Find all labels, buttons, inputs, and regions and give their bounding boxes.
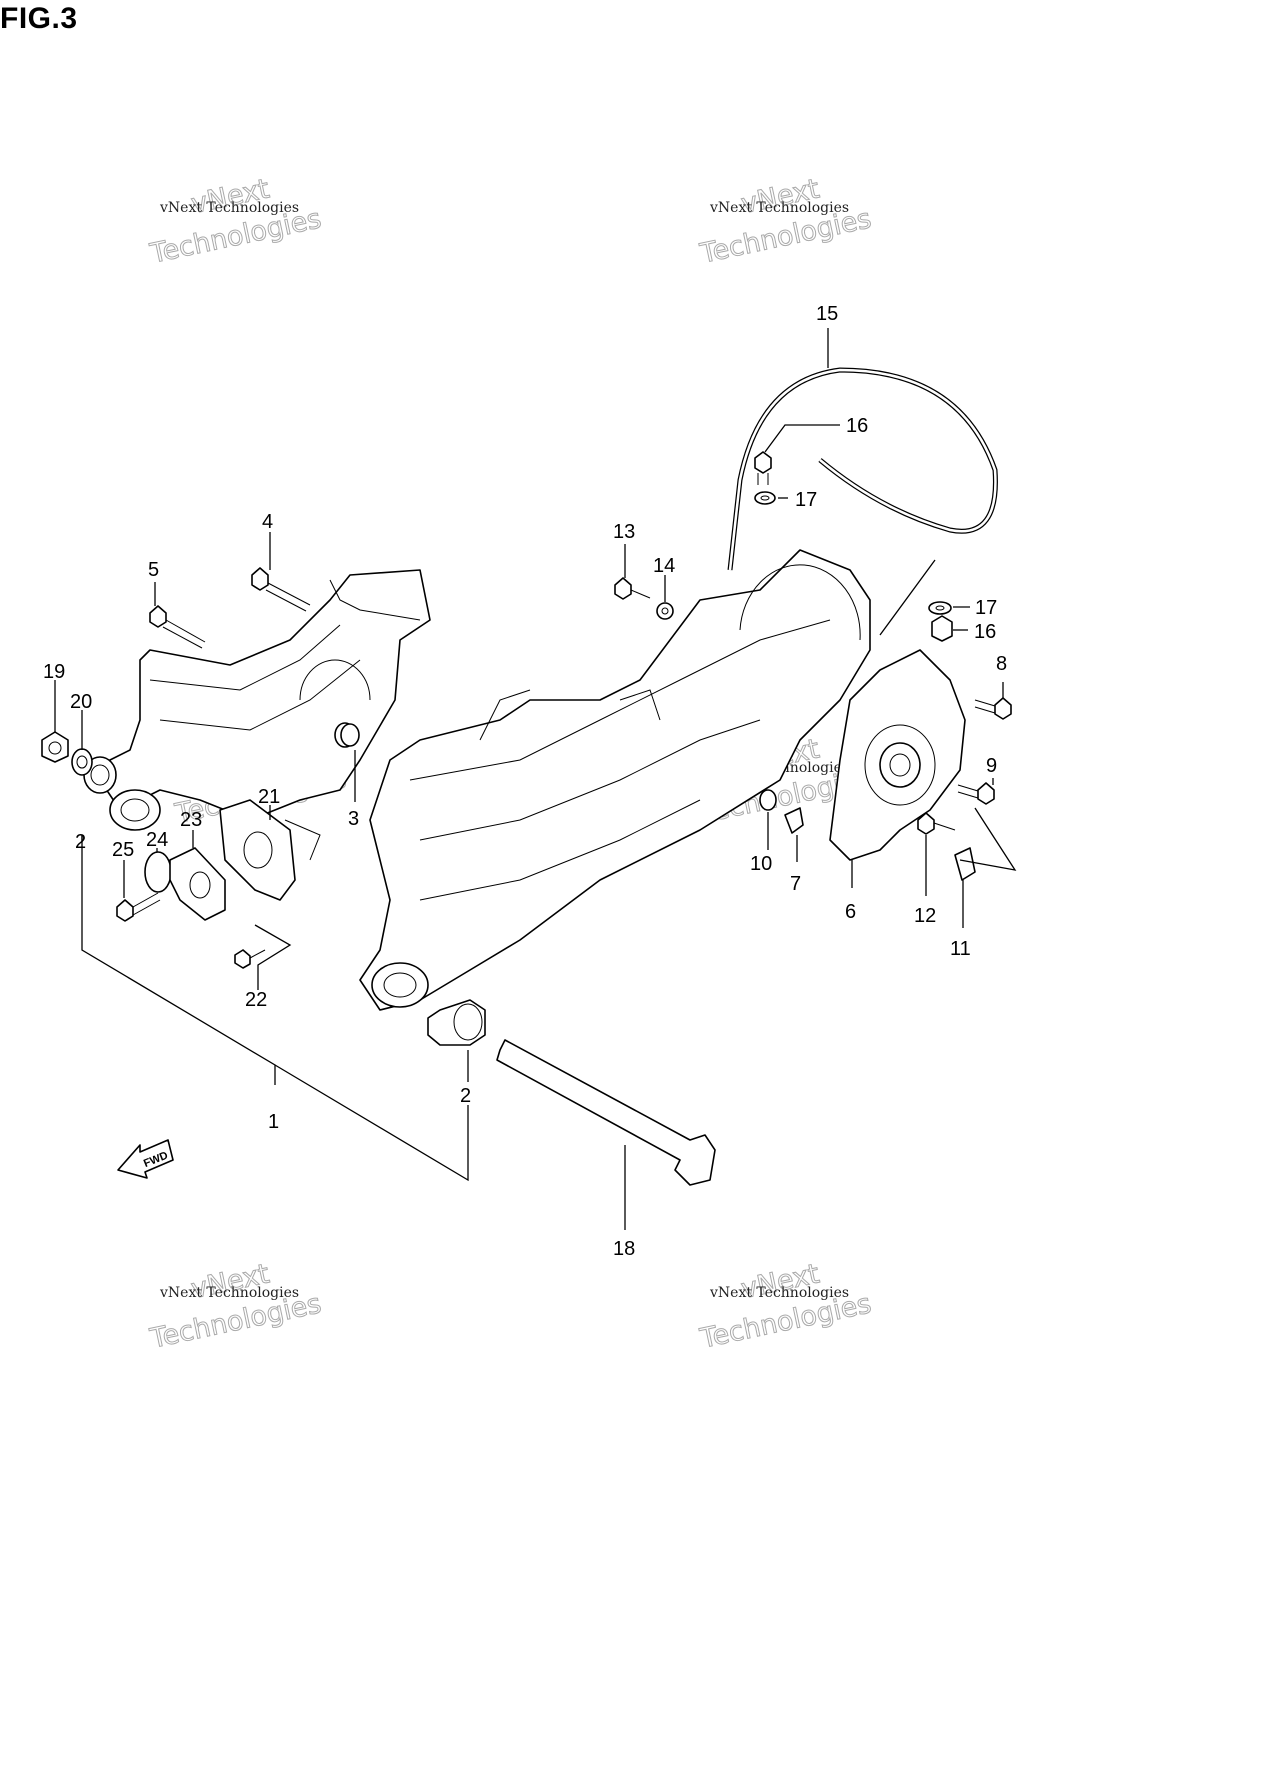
dowel-10 bbox=[759, 789, 777, 811]
callout-6: 6 bbox=[845, 901, 856, 923]
fwd-arrow: FWD bbox=[117, 1139, 174, 1179]
callout-2-lower: 2 bbox=[460, 1085, 471, 1107]
callout-13: 13 bbox=[613, 521, 635, 543]
bearing-lower bbox=[427, 999, 486, 1046]
figure-title: FIG.3 bbox=[0, 2, 78, 35]
callout-7: 7 bbox=[790, 873, 801, 895]
callout-23: 23 bbox=[180, 809, 202, 831]
watermark-top-left: vNext vNext Technologies Technologies bbox=[146, 173, 324, 270]
nut-19 bbox=[41, 731, 69, 763]
callout-1: 1 bbox=[268, 1111, 279, 1133]
bolt-25 bbox=[116, 892, 161, 922]
bolt-16-right bbox=[931, 615, 953, 642]
callout-8: 8 bbox=[996, 653, 1007, 675]
callout-21: 21 bbox=[258, 786, 280, 808]
callout-16-top: 16 bbox=[846, 415, 868, 437]
bolt-5 bbox=[149, 605, 206, 649]
bolt-12 bbox=[917, 812, 956, 835]
screw-22 bbox=[234, 949, 266, 969]
dowel-3 bbox=[340, 723, 360, 747]
svg-text:vNext Technologies: vNext Technologies bbox=[709, 200, 849, 216]
callout-5: 5 bbox=[148, 559, 159, 581]
bolt-16-top bbox=[754, 451, 772, 485]
callout-labels: 1 2 2 3 4 5 6 7 8 9 10 11 12 13 14 15 16… bbox=[43, 303, 1007, 1260]
washer-14 bbox=[656, 602, 674, 620]
crankcase-cover bbox=[829, 649, 966, 861]
washer-20 bbox=[71, 748, 93, 776]
callout-4: 4 bbox=[262, 511, 273, 533]
gasket-7 bbox=[784, 807, 804, 834]
callout-12: 12 bbox=[914, 905, 936, 927]
svg-text:vNext Technologies: vNext Technologies bbox=[159, 200, 299, 216]
bolt-8 bbox=[974, 697, 1012, 720]
callout-19: 19 bbox=[43, 661, 65, 683]
leader-lines bbox=[54, 328, 1017, 1230]
callout-16-right: 16 bbox=[974, 621, 996, 643]
svg-text:vNext Technologies: vNext Technologies bbox=[159, 1285, 299, 1301]
watermark-top-right: vNext vNext Technologies Technologies bbox=[696, 173, 874, 270]
callout-25: 25 bbox=[112, 839, 134, 861]
callout-20: 20 bbox=[70, 691, 92, 713]
crankcase-right-half bbox=[359, 549, 871, 1011]
svg-text:vNext Technologies: vNext Technologies bbox=[709, 1285, 849, 1301]
washer-17-top bbox=[754, 491, 776, 505]
callout-14: 14 bbox=[653, 555, 675, 577]
callout-2-upper: 2 bbox=[75, 831, 86, 853]
watermark-bottom-left: vNext vNext Technologies Technologies bbox=[146, 1258, 324, 1355]
bolt-4 bbox=[251, 567, 311, 612]
hose bbox=[727, 367, 998, 571]
o-ring-24 bbox=[144, 851, 172, 893]
gasket-23 bbox=[169, 847, 226, 921]
callout-17-top: 17 bbox=[795, 489, 817, 511]
callout-24: 24 bbox=[146, 829, 168, 851]
washer-17-right bbox=[928, 601, 952, 615]
long-bolt bbox=[496, 1039, 716, 1186]
callout-22: 22 bbox=[245, 989, 267, 1011]
bolt-13 bbox=[614, 577, 651, 600]
callout-3: 3 bbox=[348, 808, 359, 830]
clamp-11 bbox=[954, 847, 976, 881]
callout-9: 9 bbox=[986, 755, 997, 777]
intake-pipe-21 bbox=[219, 799, 321, 901]
bolt-9 bbox=[957, 782, 995, 805]
callout-10: 10 bbox=[750, 853, 772, 875]
crankcase-left-half bbox=[99, 569, 431, 831]
watermark-bottom-right: vNext vNext Technologies Technologies bbox=[696, 1258, 874, 1355]
callout-17-right: 17 bbox=[975, 597, 997, 619]
callout-11: 11 bbox=[950, 938, 971, 960]
callout-15: 15 bbox=[816, 303, 838, 325]
callout-18: 18 bbox=[613, 1238, 635, 1260]
